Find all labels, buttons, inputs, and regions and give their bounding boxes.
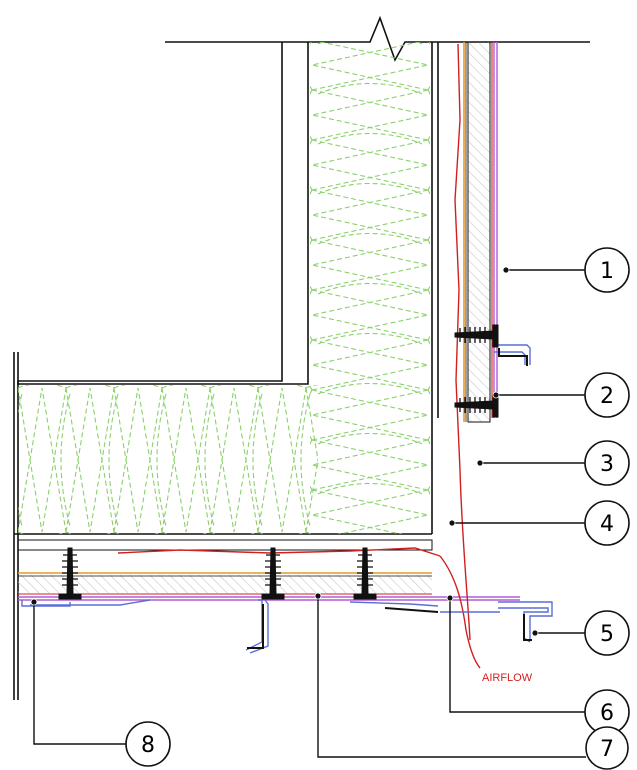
callout-6: 6 bbox=[584, 689, 630, 735]
svg-text:5: 5 bbox=[600, 622, 614, 647]
callout-5: 5 bbox=[584, 610, 630, 656]
vertical-insulation bbox=[310, 42, 430, 534]
callout-4: 4 bbox=[584, 500, 630, 546]
wall-outline bbox=[13, 42, 439, 700]
horizontal-cladding-assembly bbox=[17, 539, 520, 601]
screw-vertical-2 bbox=[454, 394, 499, 418]
clip-accents bbox=[247, 348, 532, 649]
svg-text:6: 6 bbox=[600, 701, 614, 726]
screws bbox=[58, 324, 499, 600]
callout-7: 7 bbox=[585, 726, 629, 770]
screw-horizontal-2 bbox=[261, 547, 285, 600]
leader-dots bbox=[30, 266, 539, 637]
callout-1: 1 bbox=[584, 247, 630, 293]
airflow-path bbox=[439, 469, 481, 669]
svg-text:8: 8 bbox=[141, 733, 155, 758]
leader-lines bbox=[33, 269, 586, 758]
callout-8: 8 bbox=[125, 721, 171, 767]
screw-vertical-1 bbox=[454, 324, 499, 348]
screw-horizontal-1 bbox=[58, 547, 82, 600]
svg-text:7: 7 bbox=[600, 737, 614, 762]
callout-2: 2 bbox=[584, 372, 630, 418]
airflow-label: AIRFLOW bbox=[482, 672, 533, 684]
vertical-cladding-assembly bbox=[454, 41, 498, 471]
callout-3: 3 bbox=[584, 440, 630, 486]
svg-text:2: 2 bbox=[600, 384, 614, 409]
svg-text:4: 4 bbox=[600, 512, 614, 537]
horizontal-insulation bbox=[18, 385, 318, 534]
callouts: 1 2 3 4 5 6 7 8 bbox=[125, 247, 630, 770]
break-line bbox=[165, 15, 590, 62]
svg-text:1: 1 bbox=[600, 259, 614, 284]
svg-text:3: 3 bbox=[600, 452, 614, 477]
screw-horizontal-3 bbox=[353, 547, 377, 600]
